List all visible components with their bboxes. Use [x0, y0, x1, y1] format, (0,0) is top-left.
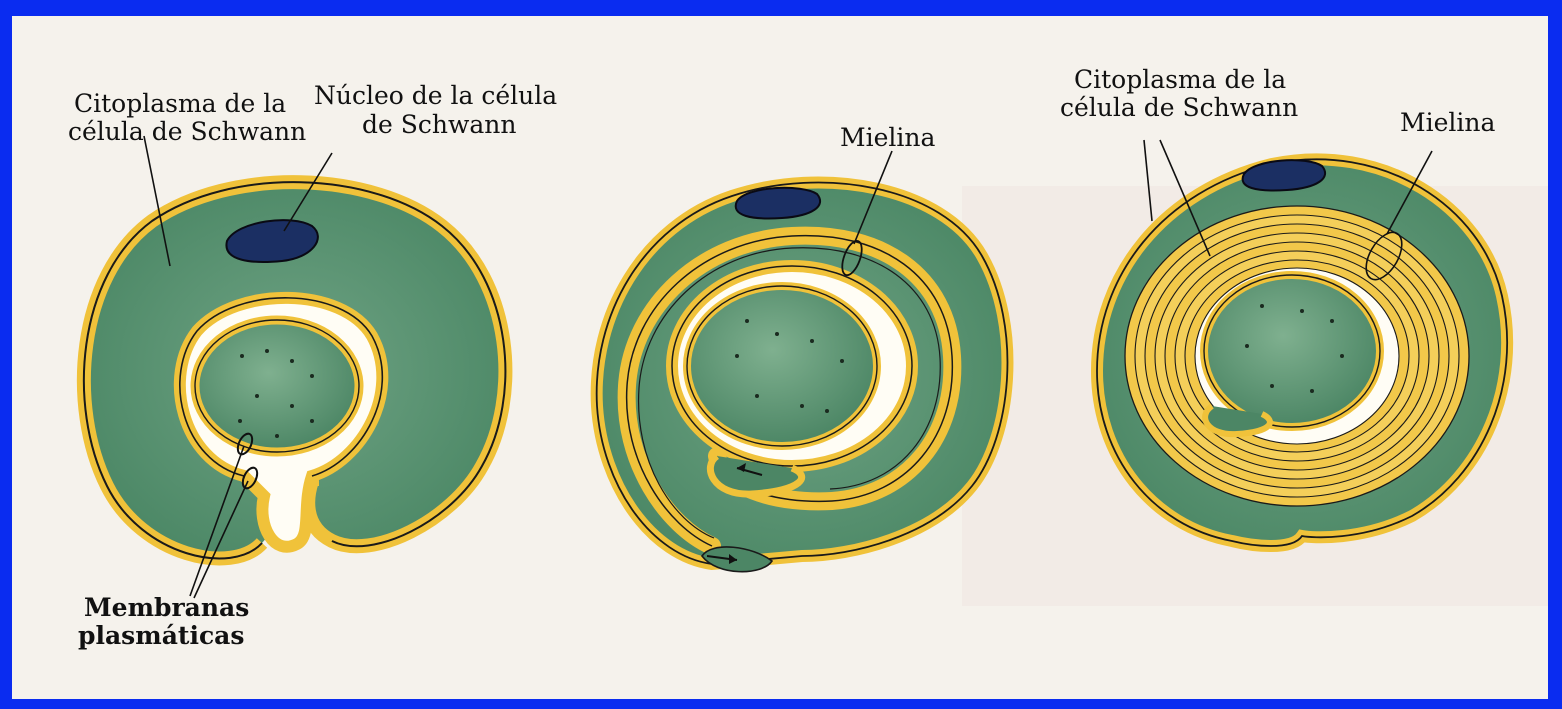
- stage3-cytoplasm-label-line1: Citoplasma de la: [1074, 65, 1286, 94]
- stage-1-cell: [84, 136, 506, 598]
- stage1-membranes-label-line2: plasmáticas: [78, 621, 244, 650]
- stage2-myelin-label: Mielina: [840, 123, 935, 152]
- stage-2-cell: [597, 151, 1008, 572]
- stage1-cytoplasm-label-line2: célula de Schwann: [68, 117, 306, 146]
- stage3-myelin-label: Mielina: [1400, 108, 1495, 137]
- myelination-diagram: Citoplasma de la célula de Schwann Núcle…: [12, 16, 1548, 699]
- stage3-cytoplasm-label-line2: célula de Schwann: [1060, 93, 1298, 122]
- axon: [1204, 275, 1380, 427]
- stage1-cytoplasm-label-line1: Citoplasma de la: [74, 89, 286, 118]
- stage1-nucleus-label-line2: de Schwann: [362, 110, 516, 139]
- axon: [687, 286, 877, 446]
- stage1-nucleus-label-line1: Núcleo de la célula: [314, 81, 557, 110]
- stage1-membranes-label-line1: Membranas: [84, 593, 249, 622]
- diagram-frame: Citoplasma de la célula de Schwann Núcle…: [12, 16, 1548, 699]
- axon: [195, 320, 359, 452]
- nucleus: [736, 188, 820, 219]
